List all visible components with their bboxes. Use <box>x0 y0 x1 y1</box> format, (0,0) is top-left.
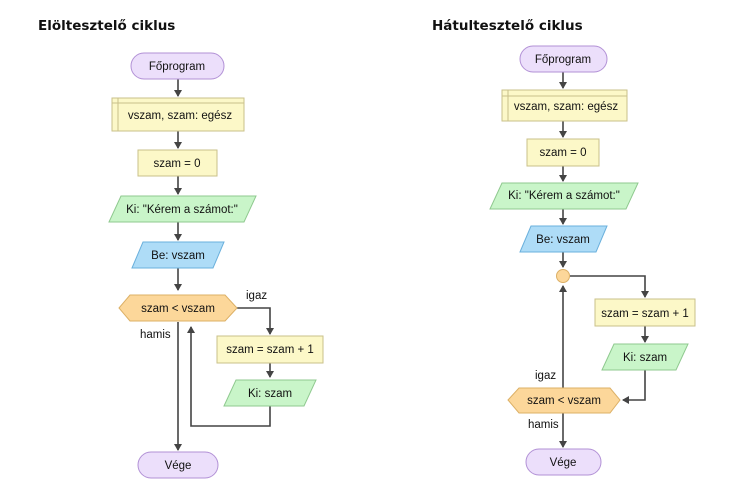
left-title: Elöltesztelő ciklus <box>38 18 176 34</box>
left-init-label: szam = 0 <box>154 158 201 170</box>
right-declaration-label: vszam, szam: egész <box>514 101 618 113</box>
left-input-label: Be: vszam <box>151 250 205 262</box>
left-init-box <box>137 149 218 177</box>
right-input-box <box>519 225 608 253</box>
left-output-box <box>223 379 317 407</box>
right-flowchart: Főprogram vszam, szam: egész szam = 0 Ki… <box>489 45 696 476</box>
right-arrow-to-increment <box>570 275 649 298</box>
left-start-label: Főprogram <box>149 61 205 73</box>
left-increment-box <box>216 335 324 364</box>
right-increment-box <box>594 298 696 327</box>
left-prompt-label: Ki: "Kérem a számot:" <box>126 204 238 216</box>
right-prompt-output <box>489 182 639 210</box>
left-increment-label: szam = szam + 1 <box>226 344 314 356</box>
right-end-label: Vége <box>550 457 577 469</box>
right-condition-label: szam < vszam <box>527 395 601 407</box>
right-false-label: hamis <box>528 419 559 431</box>
right-end-terminal <box>525 448 602 476</box>
right-start-terminal <box>519 45 608 73</box>
left-flowchart: Főprogram vszam, szam: egész szam = 0 Ki… <box>108 52 324 479</box>
left-arrow-true <box>237 307 274 335</box>
right-output-label: Ki: szam <box>623 352 667 364</box>
left-end-label: Vége <box>165 460 192 472</box>
right-input-label: Be: vszam <box>536 234 590 246</box>
left-output-label: Ki: szam <box>248 388 292 400</box>
right-arrow-to-condition <box>622 370 646 404</box>
right-init-label: szam = 0 <box>540 147 587 159</box>
left-input-box <box>131 241 225 269</box>
left-prompt-output <box>108 195 257 223</box>
right-start-label: Főprogram <box>535 54 591 66</box>
right-title: Hátultesztelő ciklus <box>432 18 583 34</box>
left-start-terminal <box>130 52 225 80</box>
left-declaration-label: vszam, szam: egész <box>128 110 232 122</box>
right-increment-label: szam = szam + 1 <box>601 308 689 320</box>
right-condition-decision <box>507 387 621 414</box>
right-init-box <box>526 138 600 167</box>
right-declaration-box <box>501 89 628 122</box>
right-output-box <box>601 343 689 371</box>
left-false-label: hamis <box>140 329 171 341</box>
left-condition-label: szam < vszam <box>141 303 215 315</box>
left-end-terminal <box>137 451 219 479</box>
left-condition-decision <box>118 294 238 322</box>
left-true-label: igaz <box>246 290 267 302</box>
left-arrow-loop <box>187 326 271 427</box>
right-prompt-label: Ki: "Kérem a számot:" <box>508 190 620 202</box>
right-loop-connector <box>556 269 570 283</box>
right-true-label: igaz <box>535 370 556 382</box>
